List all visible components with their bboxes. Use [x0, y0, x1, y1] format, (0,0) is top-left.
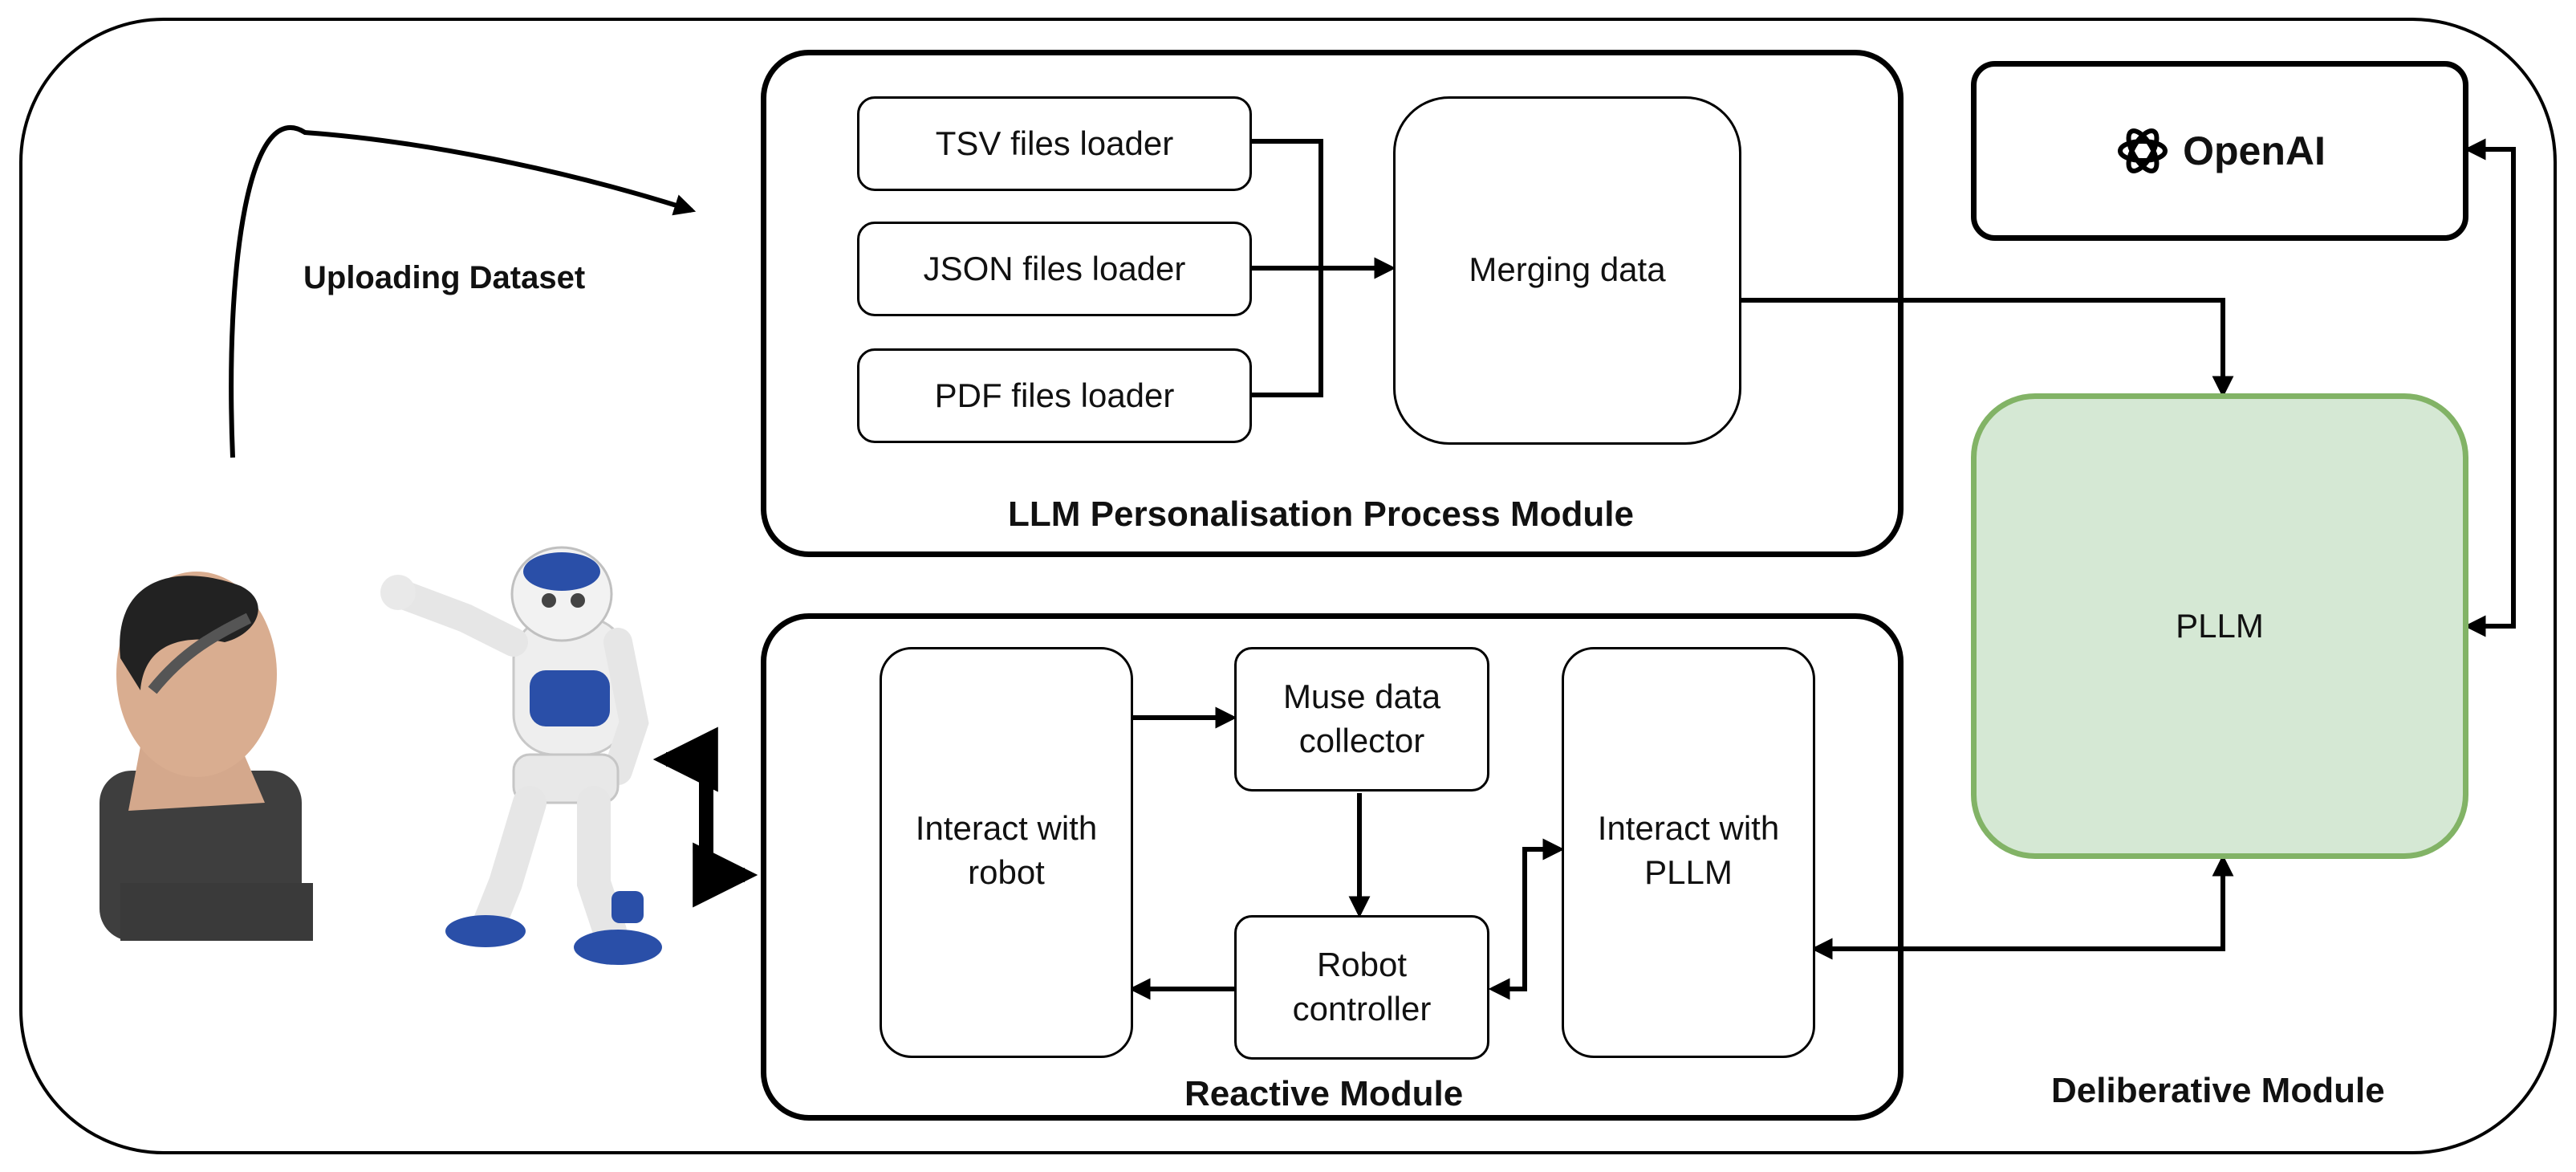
controller-pllm-arrow	[1488, 838, 1565, 1000]
reactive-link-arrow	[652, 726, 758, 908]
robot-controller-box: Robot controller	[1234, 915, 1489, 1060]
muse-data-collector-label: Muse data collector	[1282, 678, 1441, 759]
interact-with-robot-label: Interact with robot	[915, 809, 1098, 891]
json-loader-box: JSON files loader	[857, 222, 1252, 316]
tsv-loader-box: TSV files loader	[857, 96, 1252, 191]
openai-pllm-arrow	[2464, 138, 2516, 637]
pllm-interact-arrow	[1810, 854, 2234, 960]
merging-data-box: Merging data	[1393, 96, 1741, 445]
merge-to-pllm-arrow	[1741, 298, 2234, 398]
tsv-connector	[1252, 139, 1323, 268]
openai-label: OpenAI	[2183, 128, 2326, 173]
pllm-box: PLLM	[1971, 393, 2468, 859]
openai-logo-icon	[2118, 128, 2168, 173]
robot-controller-label: Robot controller	[1292, 946, 1432, 1028]
uploading-dataset-label: Uploading Dataset	[303, 260, 586, 295]
pllm-label: PLLM	[2176, 607, 2264, 645]
interact-with-pllm-label: Interact with PLLM	[1597, 809, 1780, 891]
muse-data-collector-box: Muse data collector	[1234, 647, 1489, 792]
reactive-module-label: Reactive Module	[1184, 1074, 1464, 1113]
openai-box: OpenAI	[1971, 61, 2468, 241]
person-with-headband-illustration	[100, 572, 313, 941]
deliberative-module-label: Deliberative Module	[2051, 1071, 2385, 1110]
pdf-connector	[1252, 268, 1323, 397]
deliberative-module-frame	[19, 18, 2557, 1154]
pdf-loader-box: PDF files loader	[857, 348, 1252, 443]
interact-with-robot-box: Interact with robot	[880, 647, 1133, 1058]
llm-personalisation-module-frame	[761, 50, 1904, 557]
tsv-loader-label: TSV files loader	[935, 124, 1174, 162]
json-loader-label: JSON files loader	[923, 249, 1186, 287]
merging-data-label: Merging data	[1469, 250, 1666, 288]
pdf-loader-label: PDF files loader	[934, 376, 1175, 414]
llm-module-label: LLM Personalisation Process Module	[1008, 494, 1634, 534]
interact-with-pllm-box: Interact with PLLM	[1562, 647, 1815, 1058]
nao-robot-illustration	[380, 546, 662, 965]
upload-arrow	[229, 124, 697, 458]
